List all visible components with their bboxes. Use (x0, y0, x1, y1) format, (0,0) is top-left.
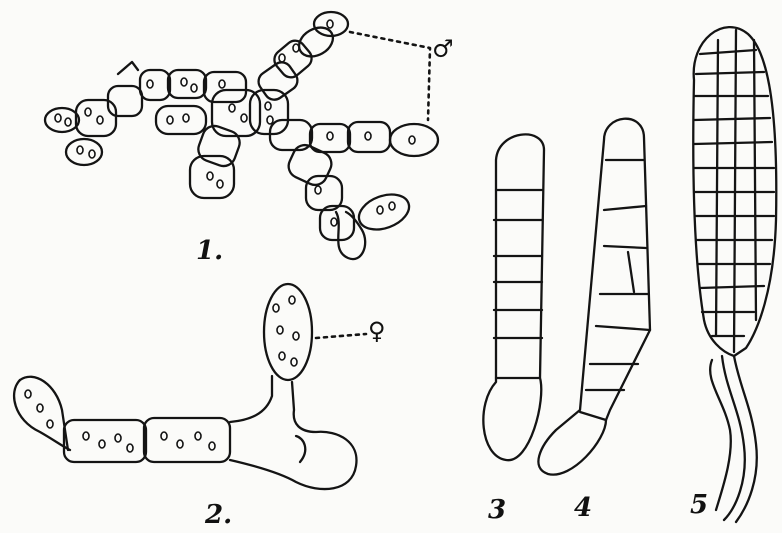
figure-3-filament (483, 134, 544, 460)
figure-5-multicellular-axis (693, 27, 776, 522)
figure-4-label: 4 (574, 493, 592, 523)
figure-2-cell-contents (25, 296, 299, 452)
figure-5-label: 5 (690, 490, 708, 520)
female-symbol-label: ♀ (368, 316, 386, 345)
figure-2-label: 2. (205, 500, 232, 530)
figure-4-filament (538, 119, 650, 475)
figure-1-label: 1. (196, 236, 223, 266)
figure-2-filament (14, 284, 366, 489)
figure-3-label: 3 (488, 495, 506, 525)
male-symbol-label: ♂ (432, 34, 454, 63)
figure-1-branched-filament (45, 12, 438, 259)
